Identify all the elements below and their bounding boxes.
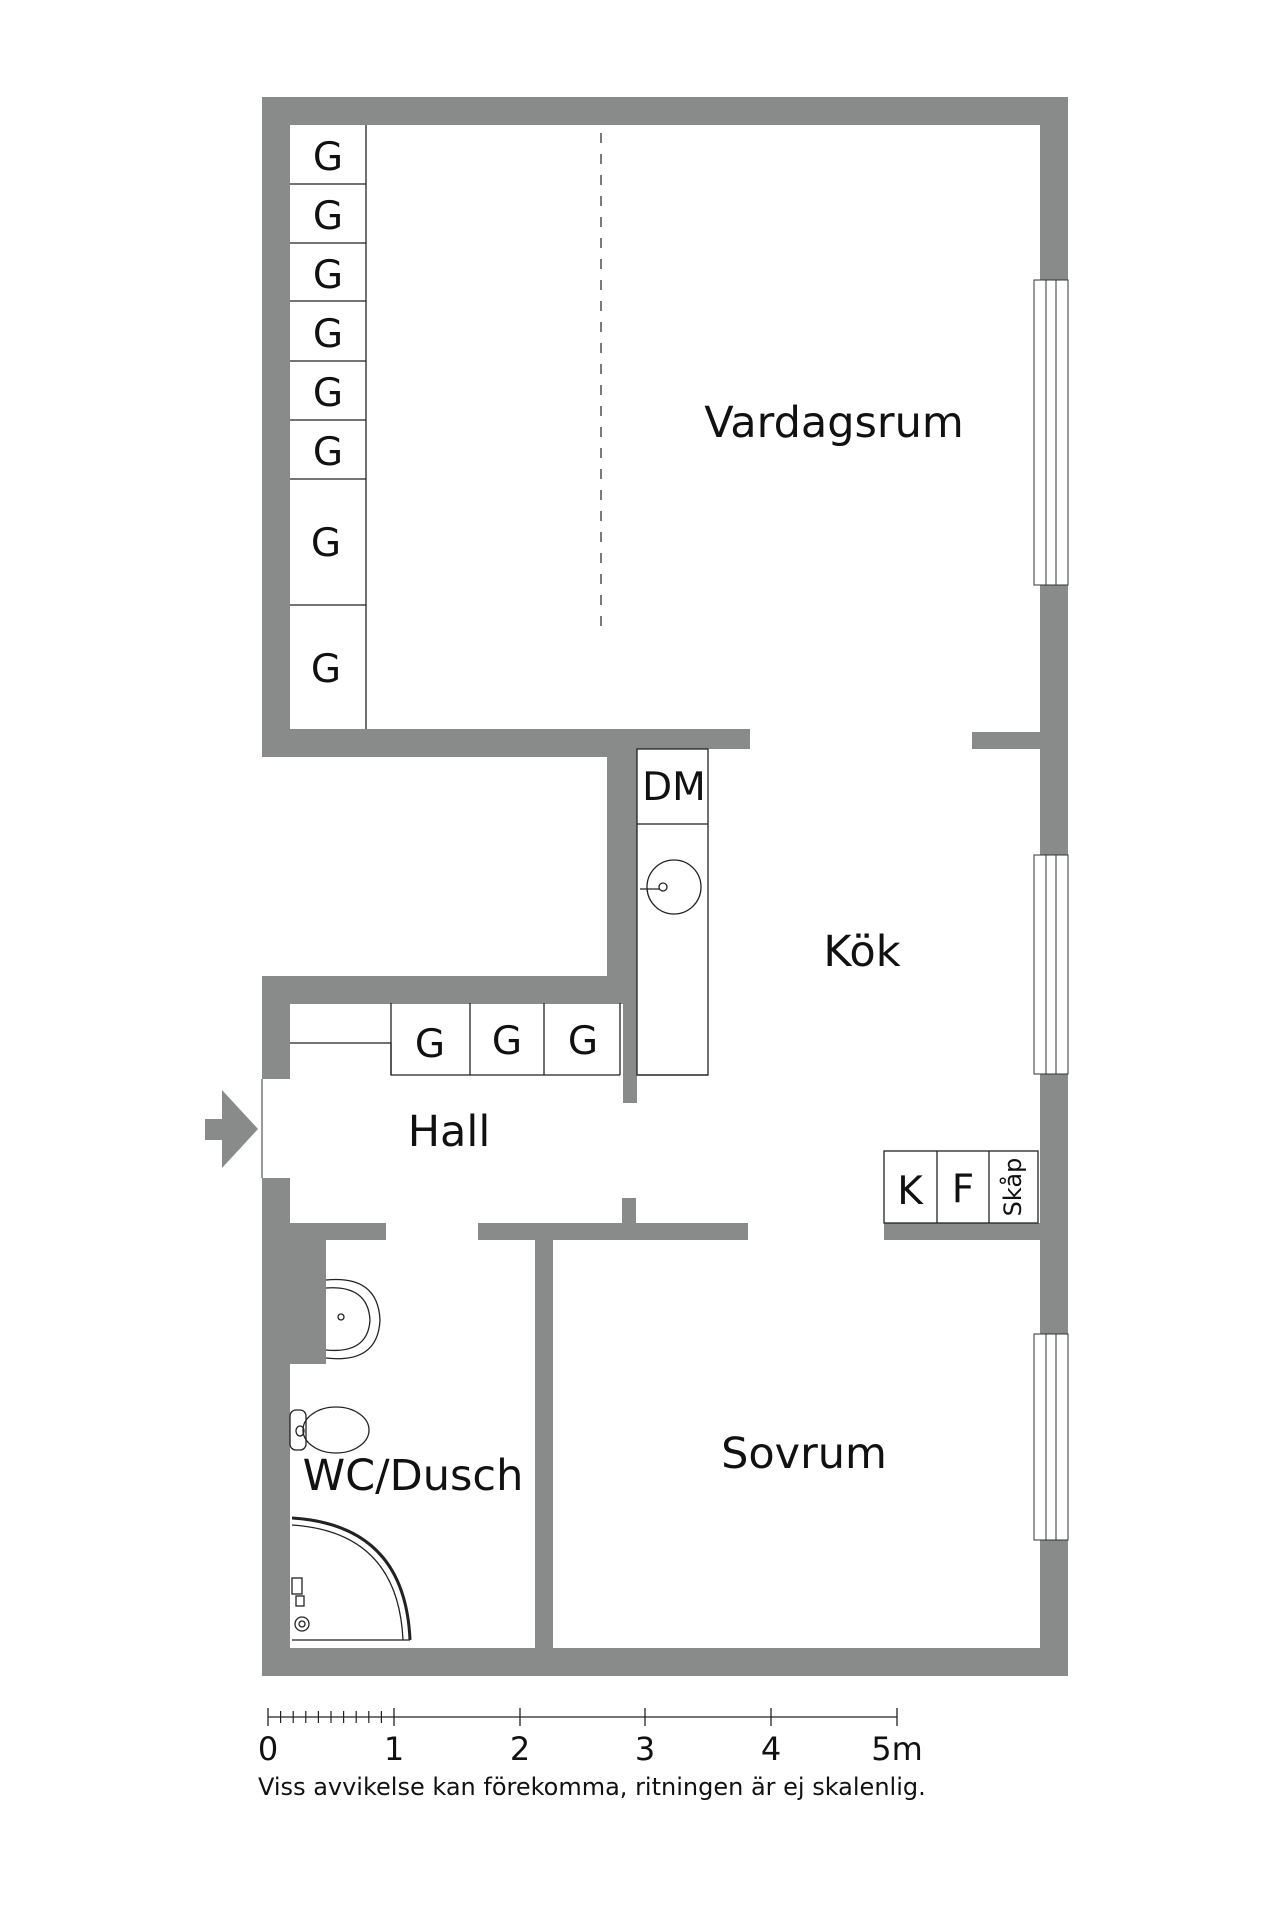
disclaimer-note: Viss avvikelse kan förekomma, ritningen … xyxy=(258,1773,926,1801)
scale-tick-label: 5m xyxy=(871,1730,923,1768)
fridge-label: K xyxy=(897,1169,924,1214)
scale-minor-ticks xyxy=(280,1711,382,1723)
scale-tick-label: 0 xyxy=(258,1730,278,1768)
freezer-label: F xyxy=(952,1167,974,1212)
wardrobe-column xyxy=(290,125,367,729)
wardrobe-label: G xyxy=(492,1019,522,1064)
hall-wardrobes: G G G xyxy=(290,1003,621,1076)
scale-tick-label: 2 xyxy=(510,1730,530,1768)
wardrobe-label: G xyxy=(313,312,343,357)
wardrobe-label: G xyxy=(313,371,343,416)
sink-icon xyxy=(640,859,702,915)
scale-bar: 0 1 2 3 4 5m xyxy=(258,1708,923,1768)
wardrobe-label: G xyxy=(313,253,343,298)
scale-tick-label: 1 xyxy=(384,1730,404,1768)
washbasin-icon xyxy=(325,1278,381,1360)
dishwasher-label: DM xyxy=(642,765,706,810)
wardrobe-label: G xyxy=(415,1022,445,1067)
wardrobe-label: G xyxy=(311,521,341,566)
kitchen-counter: DM xyxy=(636,748,709,1076)
room-label-sovrum: Sovrum xyxy=(721,1429,887,1479)
wardrobe-label: G xyxy=(313,430,343,475)
toilet-icon xyxy=(289,1406,370,1454)
interior-walls xyxy=(290,729,1040,1648)
shower-icon xyxy=(291,1516,412,1641)
room-label-hall: Hall xyxy=(408,1107,491,1157)
wardrobe-label: G xyxy=(568,1019,598,1064)
room-label-kok: Kök xyxy=(823,927,900,977)
wardrobe-labels: G G G G G G G G xyxy=(311,135,343,692)
windows xyxy=(1033,279,1069,1541)
room-label-vardagsrum: Vardagsrum xyxy=(704,398,964,448)
room-label-wc-dusch: WC/Dusch xyxy=(303,1451,524,1501)
cabinet-label: Skåp xyxy=(998,1158,1027,1217)
wardrobe-label: G xyxy=(313,194,343,239)
wardrobe-label: G xyxy=(311,647,341,692)
outer-walls xyxy=(262,97,1068,1676)
wardrobe-label: G xyxy=(313,135,343,180)
arrow-right-icon xyxy=(205,1090,258,1168)
scale-tick-label: 3 xyxy=(635,1730,655,1768)
kitchen-appliances: K F Skåp xyxy=(883,1150,1039,1224)
scale-tick-label: 4 xyxy=(761,1730,781,1768)
